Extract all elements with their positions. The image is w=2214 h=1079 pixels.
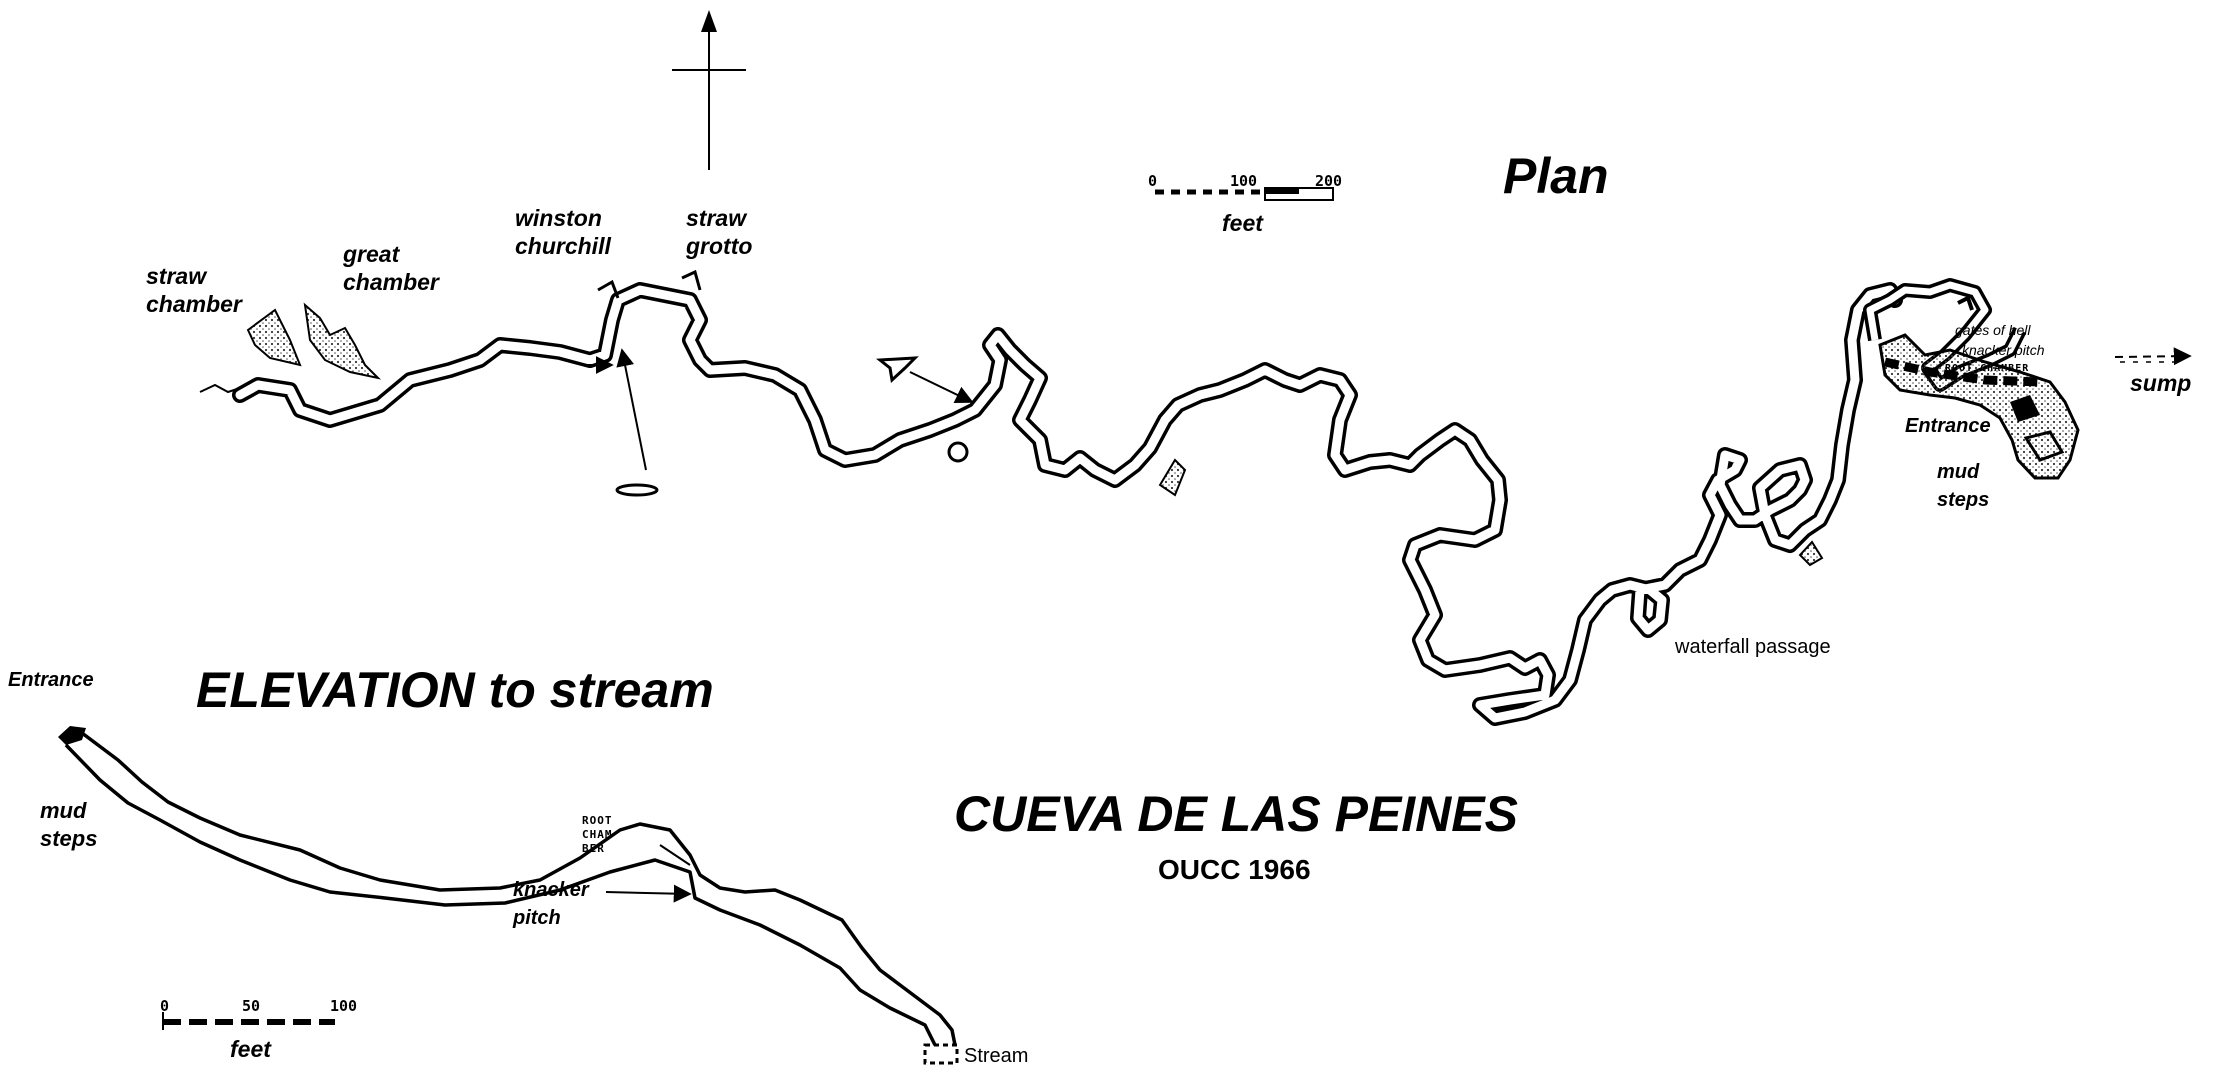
label-knacker-pitch-plan: knacker pitch	[1962, 342, 2045, 358]
map-title: CUEVA DE LAS PEINES	[954, 786, 1518, 842]
label-stream: Stream	[964, 1045, 1029, 1067]
label-root-chamber-plan: ROOT CHAMBER	[1945, 363, 2030, 374]
plan-scale-bar-icon	[1155, 187, 1334, 201]
label-root-chamber-elevation: ROOT CHAM BER	[582, 814, 613, 855]
label-entrance-plan: Entrance	[1905, 415, 1991, 437]
elevation-scale-tick-50: 50	[242, 997, 261, 1015]
elevation-heading: ELEVATION to stream	[196, 662, 714, 718]
elevation-scale-tick-100: 100	[330, 997, 358, 1015]
plan-chambers	[199, 269, 1824, 567]
label-gates-of-hell: gates of hell	[1955, 322, 2031, 338]
elevation-scale-bar-icon	[162, 1012, 335, 1030]
label-mud-steps-plan: mud steps	[1937, 461, 1990, 511]
label-entrance-elevation: Entrance	[8, 669, 94, 691]
plan-scale-tick-100: 100	[1230, 172, 1258, 190]
label-great-chamber: great chamber	[343, 241, 439, 295]
label-straw-grotto: straw grotto	[686, 205, 753, 259]
label-mud-steps-elevation: mud steps	[40, 798, 98, 851]
plan-pointer-arrows	[582, 348, 974, 471]
plan-scale-unit: feet	[1222, 210, 1263, 236]
label-winston-churchill: winston churchill	[515, 205, 611, 259]
credit: OUCC 1966	[1158, 854, 1311, 885]
north-arrow-icon	[672, 10, 746, 170]
label-knacker-pitch-elevation: knacker pitch	[513, 879, 589, 929]
plan-heading: Plan	[1503, 148, 1609, 204]
label-straw-chamber: straw chamber	[146, 263, 242, 317]
plan-entrance-area	[1863, 278, 2080, 480]
plan-scale-tick-200: 200	[1315, 172, 1343, 190]
elevation-scale-tick-0: 0	[160, 997, 170, 1015]
plan-cave-passage	[232, 282, 1903, 726]
stream-arrow-icon	[2114, 347, 2192, 366]
elevation-scale-unit: feet	[230, 1036, 271, 1062]
label-sump: sump	[2130, 370, 2192, 396]
label-waterfall-passage: waterfall passage	[1675, 636, 1831, 658]
elevation-cave-passage	[58, 726, 959, 1065]
plan-scale-tick-0: 0	[1148, 172, 1158, 190]
